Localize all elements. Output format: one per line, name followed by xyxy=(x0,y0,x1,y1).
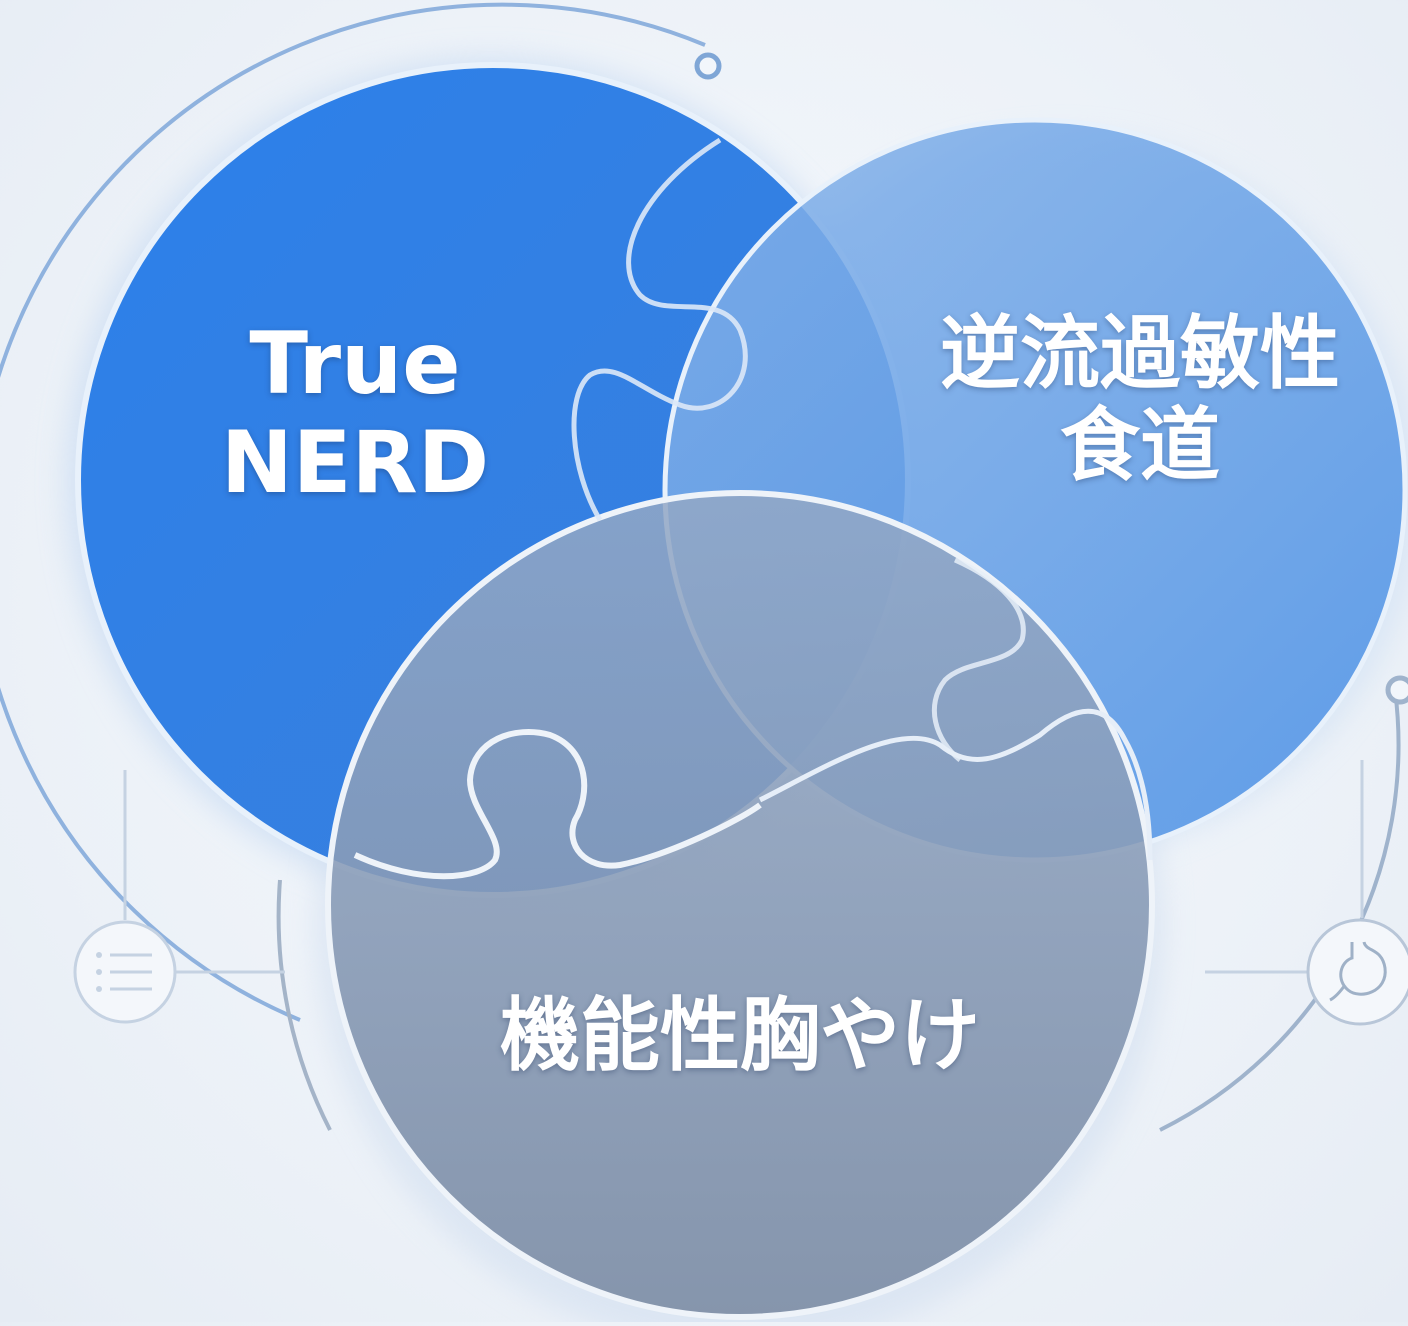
circle-functional-heartburn xyxy=(325,490,1155,1320)
stomach-icon xyxy=(1306,918,1408,1026)
label-reflux-hypersensitivity: 逆流過敏性 食道 xyxy=(940,307,1340,492)
label-true-nerd: True NERD xyxy=(220,314,490,513)
outer-arc-top xyxy=(0,2,706,1022)
puzzle-knob-top xyxy=(571,137,748,522)
puzzle-knob-left xyxy=(353,729,762,880)
label-functional-heartburn: 機能性胸やけ xyxy=(500,989,980,1082)
puzzle-knob-right xyxy=(758,708,1153,861)
arc-node-right xyxy=(1385,675,1408,705)
list-icon xyxy=(73,920,177,1024)
arc-node-top xyxy=(694,52,722,80)
